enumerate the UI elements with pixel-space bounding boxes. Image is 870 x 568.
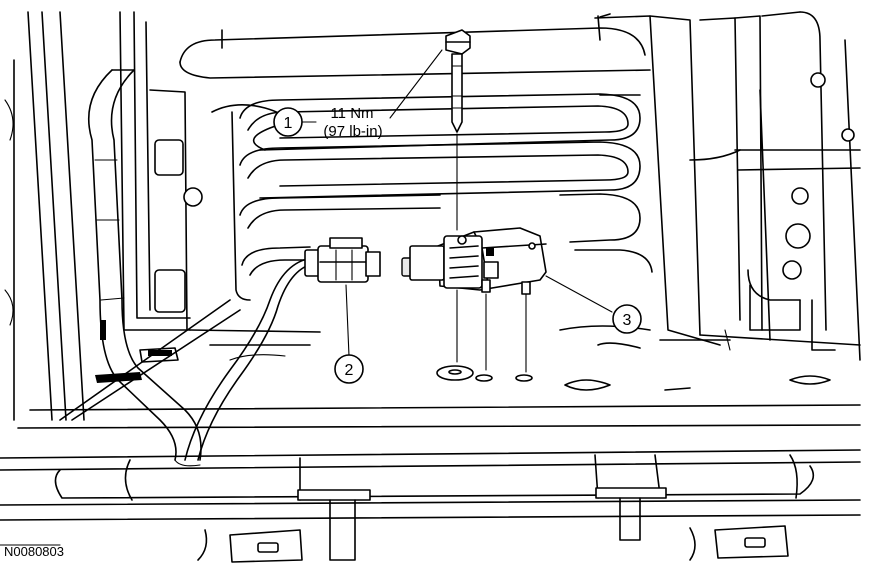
harness-connector bbox=[304, 237, 415, 283]
seat-springs bbox=[179, 13, 653, 301]
callout-3: 3 bbox=[612, 304, 642, 334]
torque-imperial: (97 lb-in) bbox=[323, 123, 382, 140]
lower-fasteners bbox=[436, 289, 533, 382]
leader-lines bbox=[301, 49, 613, 357]
bottom-rail bbox=[0, 449, 861, 563]
wiring-harness bbox=[174, 257, 313, 467]
left-frame bbox=[4, 11, 241, 421]
figure-id: N0080803 bbox=[4, 544, 64, 559]
left-harness-tube bbox=[87, 69, 202, 461]
right-frame bbox=[594, 11, 861, 361]
callout-1-number: 1 bbox=[284, 115, 293, 132]
callout-1: 1 bbox=[273, 107, 303, 137]
callout-2: 2 bbox=[334, 354, 364, 384]
callout-3-number: 3 bbox=[623, 312, 632, 329]
sensor-module bbox=[409, 227, 547, 295]
mounting-bolt bbox=[445, 29, 471, 231]
callout-2-number: 2 bbox=[345, 362, 354, 379]
torque-value: 11 Nm bbox=[330, 105, 373, 122]
